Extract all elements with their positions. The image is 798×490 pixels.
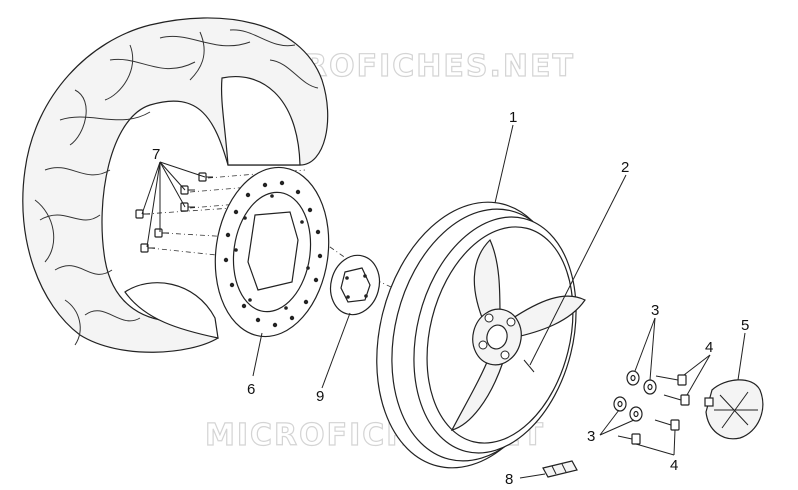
callouts: 1 2 3 3 4 4 5 6 7 8 9: [152, 109, 749, 488]
callout-8: 8: [505, 471, 513, 488]
washers: [613, 370, 657, 422]
callout-4-lower: 4: [670, 457, 678, 474]
callout-3-lower: 3: [587, 428, 595, 445]
callout-6: 6: [247, 381, 255, 398]
balance-weight: [542, 460, 578, 478]
wheel-rim: [376, 201, 586, 469]
callout-9: 9: [316, 388, 324, 405]
hub-cover: [704, 379, 764, 440]
hub-flange: [329, 254, 381, 316]
callout-1: 1: [509, 109, 517, 126]
leader-lines: [141, 124, 746, 479]
disc-bolts: [135, 172, 213, 253]
callout-2: 2: [621, 159, 629, 176]
callout-5: 5: [741, 317, 749, 334]
brake-disc: [214, 166, 330, 338]
callout-7: 7: [152, 146, 160, 163]
callout-3-upper: 3: [651, 302, 659, 319]
callout-4-upper: 4: [705, 339, 713, 356]
tire: [22, 17, 329, 353]
cover-bolts: [617, 374, 690, 445]
